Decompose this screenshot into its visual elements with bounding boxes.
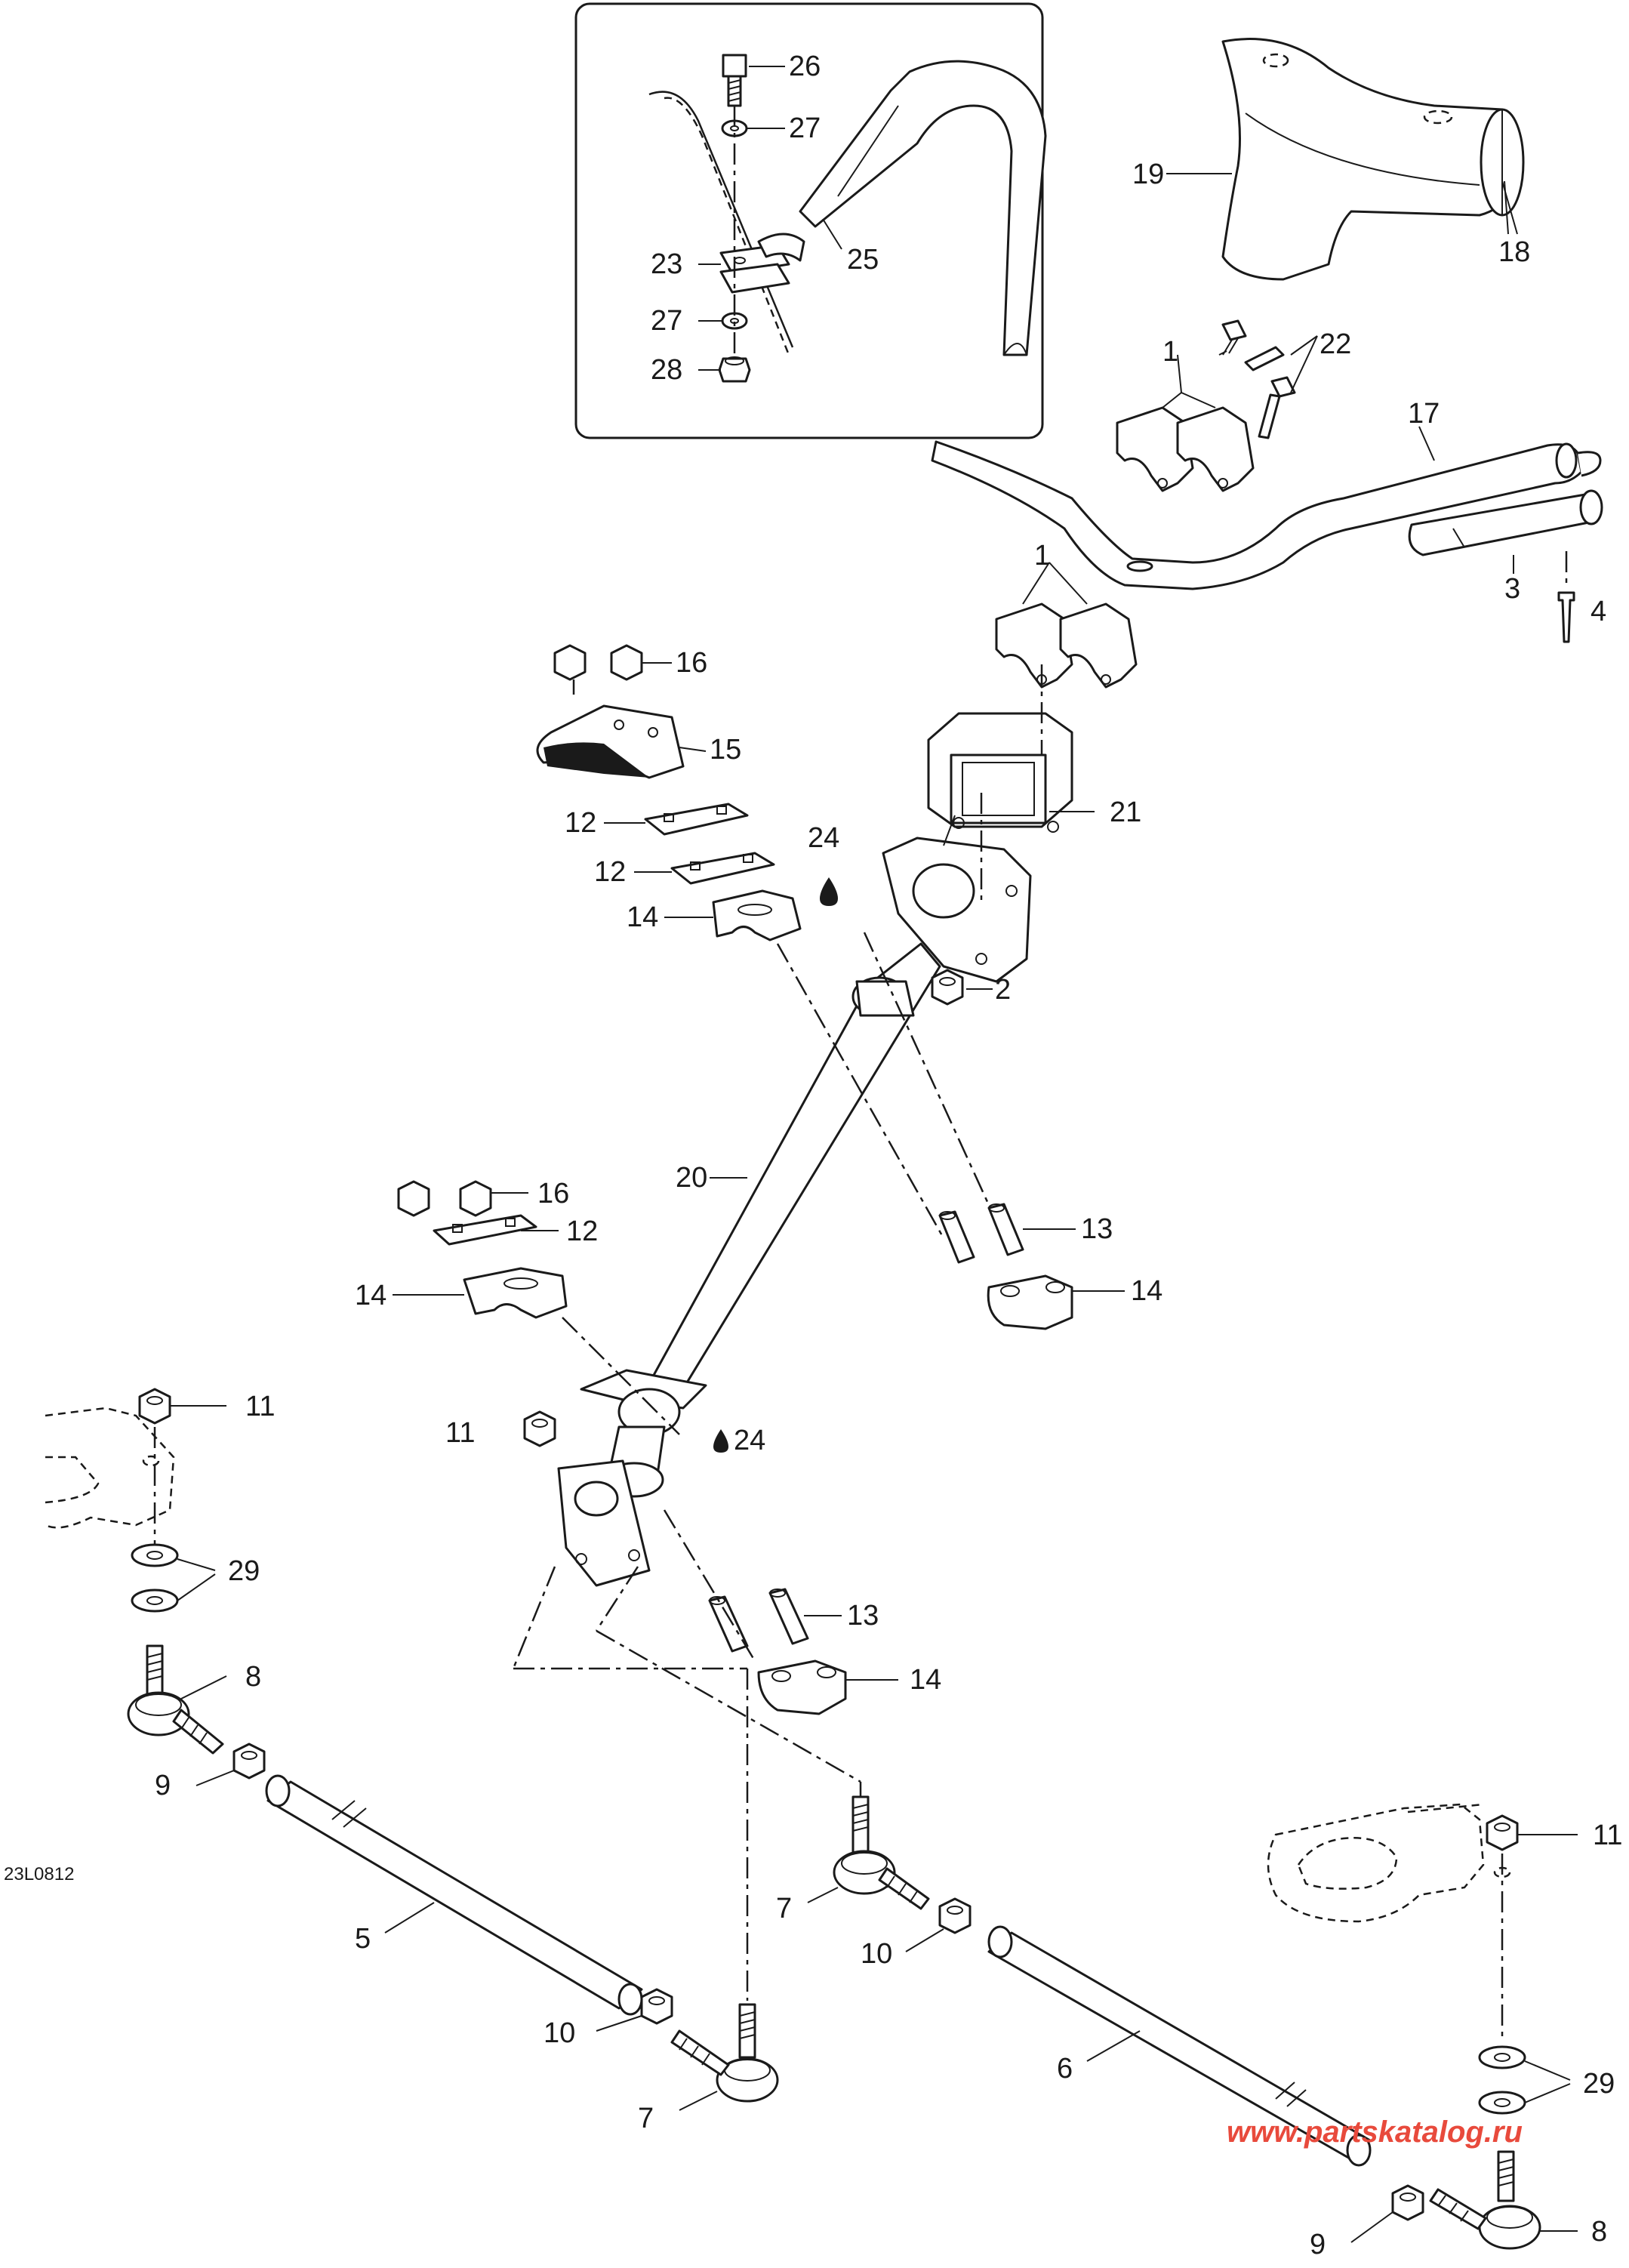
upper-right-ends — [938, 1203, 1125, 1330]
right-spindle — [1267, 1803, 1578, 2250]
callout-6: 6 — [1057, 2053, 1073, 2085]
callout-20: 20 — [676, 1162, 707, 1194]
upper-left-bracket — [536, 644, 802, 941]
callout-11-mid: 11 — [445, 1417, 475, 1449]
callout-11-right: 11 — [1593, 1820, 1622, 1851]
callout-9-left: 9 — [155, 1770, 171, 1801]
tie-rod-right — [987, 1925, 1372, 2167]
left-spindle — [45, 1388, 266, 1786]
lower-right-ends — [663, 1509, 898, 1715]
handlebar — [931, 319, 1603, 689]
callout-7-center: 7 — [776, 1893, 792, 1924]
detail-inset — [574, 2, 1047, 439]
callout-23: 23 — [651, 248, 682, 280]
callout-12-a: 12 — [565, 807, 596, 839]
callout-24-lower: 24 — [734, 1425, 765, 1456]
callout-19: 19 — [1132, 159, 1164, 190]
callout-13-upper: 13 — [1081, 1213, 1113, 1245]
callout-10-center: 10 — [861, 1938, 892, 1970]
callout-16-upper: 16 — [676, 647, 707, 679]
callout-29-right: 29 — [1583, 2068, 1615, 2100]
tie-rod-left — [265, 1566, 779, 2111]
callout-12-b: 12 — [594, 856, 626, 888]
callout-26: 26 — [789, 51, 821, 82]
callout-8-right: 8 — [1591, 2216, 1607, 2248]
callout-27: 27 — [789, 112, 821, 144]
callout-21: 21 — [1110, 797, 1141, 828]
diagram-code: 23L0812 — [4, 1864, 74, 1884]
callout-14-c: 14 — [1131, 1275, 1162, 1307]
callout-25: 25 — [847, 244, 879, 276]
callout-10-lower: 10 — [544, 2017, 575, 2049]
callout-2: 2 — [995, 974, 1011, 1006]
callout-22: 22 — [1320, 328, 1351, 360]
handlebar-cover — [1166, 38, 1525, 281]
callout-7-lower: 7 — [638, 2103, 654, 2134]
callout-14-a: 14 — [627, 901, 658, 933]
callout-3: 3 — [1504, 573, 1520, 605]
callout-15: 15 — [710, 734, 741, 766]
callout-29-left: 29 — [228, 1555, 260, 1587]
steering-column — [523, 664, 1095, 1587]
callout-9-right: 9 — [1310, 2229, 1326, 2260]
callout-18: 18 — [1498, 236, 1530, 268]
callout-14-b: 14 — [355, 1280, 386, 1311]
callout-13-lower: 13 — [847, 1600, 879, 1632]
callout-11-left: 11 — [245, 1391, 275, 1422]
callout-28: 28 — [651, 354, 682, 386]
callout-16-lower: 16 — [537, 1178, 569, 1209]
callout-5: 5 — [355, 1923, 371, 1955]
callout-1-upper: 1 — [1162, 336, 1178, 368]
callout-4: 4 — [1591, 596, 1606, 627]
callout-17: 17 — [1408, 398, 1440, 430]
callout-14-d: 14 — [910, 1664, 941, 1696]
callout-24-upper: 24 — [808, 822, 839, 854]
callout-labels: 26 27 23 27 28 25 19 18 22 1 17 3 4 1 16… — [155, 51, 1622, 2260]
callout-27-lower: 27 — [651, 305, 682, 337]
center-tie-rod-end — [595, 1566, 972, 1952]
callout-12-c: 12 — [566, 1216, 598, 1247]
callout-8-left: 8 — [245, 1661, 261, 1693]
watermark-text[interactable]: www.partskatalog.ru — [1227, 2115, 1523, 2149]
callout-1-lower: 1 — [1034, 540, 1050, 572]
lower-left-bracket — [393, 1180, 680, 1435]
